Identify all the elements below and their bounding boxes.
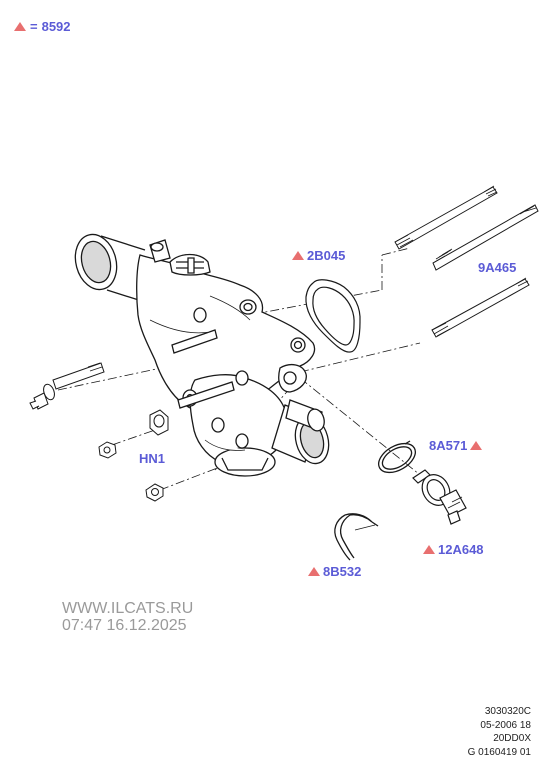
callout-9a465[interactable]: 9A465 (478, 260, 516, 275)
warning-triangle-icon (423, 545, 435, 554)
legend-code: 8592 (41, 19, 71, 34)
stud-9a465 (432, 204, 539, 271)
warning-triangle-icon (292, 251, 304, 260)
callout-label: 8A571 (429, 438, 468, 453)
watermark-timestamp: 07:47 16.12.2025 (62, 617, 187, 634)
watermark-site: WWW.ILCATS.RU (62, 600, 194, 617)
temperature-sensor-12a648 (412, 469, 467, 525)
thermostat-housing (74, 233, 330, 477)
callout-label: HN1 (139, 451, 166, 466)
drawing-reference-block: 3030320C 05-2006 18 20DD0X G 0160419 01 (468, 705, 531, 759)
reference-line-2: 05-2006 18 (480, 719, 531, 731)
callout-label: 8B532 (323, 564, 362, 579)
callout-label: 2B045 (307, 248, 346, 263)
flange-bolt (29, 362, 105, 410)
hex-nut-lower (145, 483, 164, 502)
warning-triangle-icon (308, 567, 320, 576)
stud-upper (394, 185, 498, 250)
callout-8a571[interactable]: 8A571 (429, 438, 483, 453)
warning-triangle-icon (14, 22, 26, 31)
nut-hn1 (149, 409, 169, 436)
stud-middle (431, 277, 530, 338)
callout-hn1[interactable]: HN1 (139, 451, 165, 466)
callout-label: 9A465 (478, 260, 517, 275)
callout-12a648[interactable]: 12A648 (423, 542, 484, 557)
hex-nut-left (98, 441, 117, 459)
callout-2b045[interactable]: 2B045 (292, 248, 345, 263)
reference-line-4: G 0160419 01 (467, 746, 531, 758)
warning-triangle-icon (470, 441, 483, 450)
callout-label: 12A648 (438, 542, 484, 557)
legend: = 8592 (14, 19, 71, 34)
gasket-2b045 (305, 279, 361, 353)
reference-line-1: 3030320C (484, 706, 531, 717)
reference-line-3: 20DD0X (493, 733, 531, 744)
watermark: WWW.ILCATS.RU 07:47 16.12.2025 (62, 600, 193, 634)
callout-8b532[interactable]: 8B532 (308, 564, 361, 579)
legend-equals: = (30, 19, 38, 34)
o-ring-8a571 (378, 440, 416, 474)
retaining-clip-8b532 (334, 513, 379, 561)
